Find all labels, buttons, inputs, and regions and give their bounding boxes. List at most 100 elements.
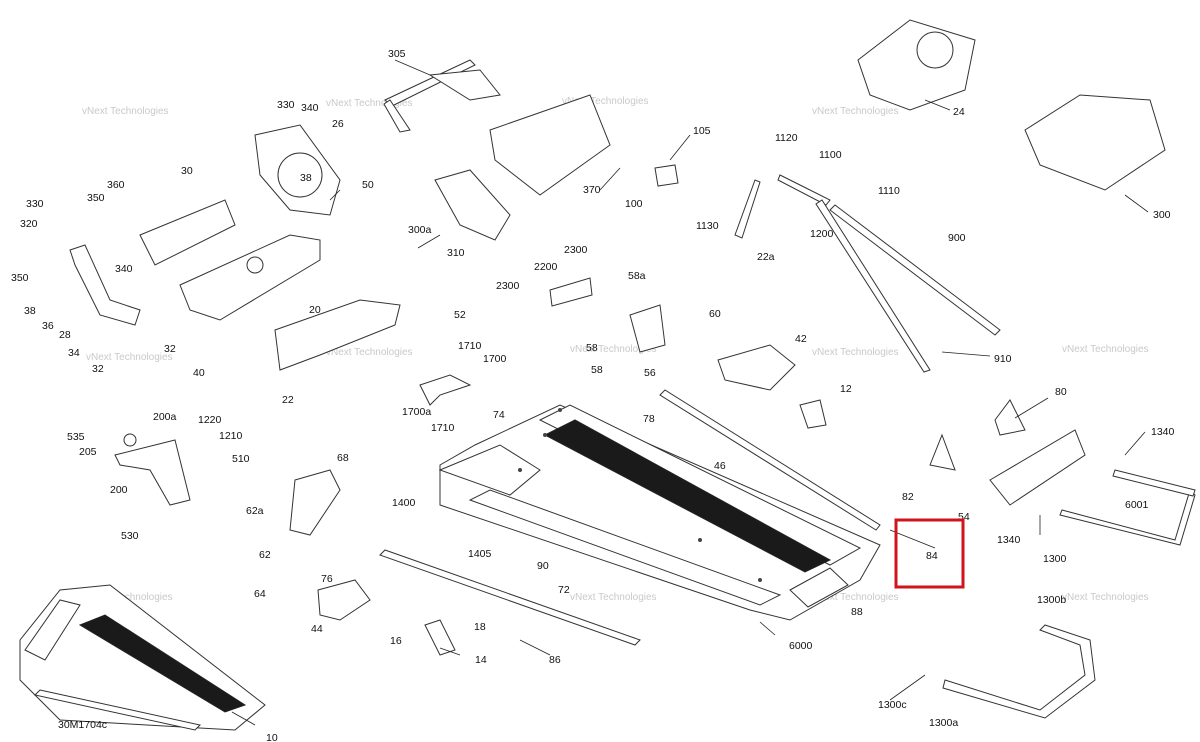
highlighted-part-label[interactable]: 84 xyxy=(926,550,938,562)
highlighted-callout[interactable]: 84 xyxy=(894,518,965,589)
part-label: 1300a xyxy=(929,717,958,729)
part-label: 910 xyxy=(994,353,1012,365)
watermark: vNext Technologies xyxy=(812,106,899,117)
part-label: 1340 xyxy=(997,534,1021,546)
part-label: 200 xyxy=(110,484,128,496)
part-label: 535 xyxy=(67,431,85,443)
part-label: 22a xyxy=(757,251,775,263)
part-label: 28 xyxy=(59,329,71,341)
diagram-code: 30M1704c xyxy=(58,719,107,731)
watermark: vNext Technologies xyxy=(812,347,899,358)
part-labels: 305 330 340 26 38 50 300a 310 370 105 10… xyxy=(11,48,1175,742)
part-label: 510 xyxy=(232,453,250,465)
part-label: 62a xyxy=(246,505,264,517)
part-label: 12 xyxy=(840,383,852,395)
watermark: vNext Technologies xyxy=(86,352,173,363)
part-label: 6000 xyxy=(789,640,813,652)
part-label: 300a xyxy=(408,224,432,236)
part-label: 14 xyxy=(475,654,487,666)
part-label: 360 xyxy=(107,179,125,191)
part-label: 38 xyxy=(300,172,312,184)
part-label: 34 xyxy=(68,347,80,359)
part-label: 200a xyxy=(153,411,177,423)
part-label: 1400 xyxy=(392,497,416,509)
watermark: vNext Technologies xyxy=(562,96,649,107)
part-label: 1300 xyxy=(1043,553,1067,565)
part-label: 44 xyxy=(311,623,323,635)
part-label: 1200 xyxy=(810,228,834,240)
watermark: vNext Technologies xyxy=(812,592,899,603)
tunnel-assembly xyxy=(379,389,881,646)
part-label: 1120 xyxy=(775,132,798,144)
part-label: 370 xyxy=(583,184,601,196)
part-label: 64 xyxy=(254,588,266,600)
part-label: 46 xyxy=(714,460,726,472)
upper-components xyxy=(69,19,1196,719)
part-label: 54 xyxy=(958,511,970,523)
part-label: 1110 xyxy=(878,185,900,197)
part-label: 58 xyxy=(586,342,598,354)
part-label: 2300 xyxy=(496,280,520,292)
part-label: 10 xyxy=(266,732,278,742)
part-label: 900 xyxy=(948,232,966,244)
part-label: 68 xyxy=(337,452,349,464)
watermarks: vNext Technologies vNext Technologies vN… xyxy=(82,96,1149,603)
part-label: 320 xyxy=(20,218,38,230)
part-label: 1210 xyxy=(219,430,243,442)
part-label: 305 xyxy=(388,48,406,60)
part-label: 52 xyxy=(454,309,466,321)
part-label: 1710 xyxy=(458,340,482,352)
part-label: 350 xyxy=(11,272,29,284)
part-label: 20 xyxy=(309,304,321,316)
part-label: 16 xyxy=(390,635,402,647)
part-label: 1700 xyxy=(483,353,507,365)
highlight-box[interactable] xyxy=(894,518,965,589)
part-label: 2200 xyxy=(534,261,558,273)
watermark: vNext Technologies xyxy=(1062,592,1149,603)
part-label: 340 xyxy=(115,263,133,275)
part-label: 26 xyxy=(332,118,344,130)
watermark: vNext Technologies xyxy=(86,592,173,603)
part-label: 60 xyxy=(709,308,721,320)
part-label: 300 xyxy=(1153,209,1171,221)
part-label: 62 xyxy=(259,549,271,561)
watermark: vNext Technologies xyxy=(82,106,169,117)
part-label: 30 xyxy=(181,165,193,177)
part-label: 32 xyxy=(164,343,176,355)
part-label: 82 xyxy=(902,491,914,503)
part-label: 72 xyxy=(558,584,570,596)
part-label: 58a xyxy=(628,270,646,282)
part-label: 6001 xyxy=(1125,499,1149,511)
part-label: 105 xyxy=(693,125,711,137)
part-label: 100 xyxy=(625,198,643,210)
part-label: 56 xyxy=(644,367,656,379)
part-label: 80 xyxy=(1055,386,1067,398)
watermark: vNext Technologies xyxy=(570,344,657,355)
part-label: 22 xyxy=(282,394,294,406)
part-label: 88 xyxy=(851,606,863,618)
part-label: 42 xyxy=(795,333,807,345)
part-label: 1405 xyxy=(468,548,492,560)
part-label: 530 xyxy=(121,530,139,542)
leader-lines xyxy=(231,59,1149,726)
part-label: 205 xyxy=(79,446,97,458)
part-label: 1300b xyxy=(1037,594,1066,606)
part-label: 76 xyxy=(321,573,333,585)
part-label: 74 xyxy=(493,409,505,421)
part-label: 86 xyxy=(549,654,561,666)
part-label: 1300c xyxy=(878,699,907,711)
part-label: 78 xyxy=(643,413,655,425)
part-label: 90 xyxy=(537,560,549,572)
part-label: 350 xyxy=(87,192,105,204)
part-label: 38 xyxy=(24,305,36,317)
tunnel-view-lower-left xyxy=(19,584,266,731)
part-label: 32 xyxy=(92,363,104,375)
part-label: 1220 xyxy=(198,414,222,426)
part-label: 330 xyxy=(277,99,295,111)
watermark: vNext Technologies xyxy=(326,98,413,109)
part-label: 24 xyxy=(953,106,965,118)
part-label: 50 xyxy=(362,179,374,191)
part-label: 1130 xyxy=(696,220,719,232)
part-label: 58 xyxy=(591,364,603,376)
